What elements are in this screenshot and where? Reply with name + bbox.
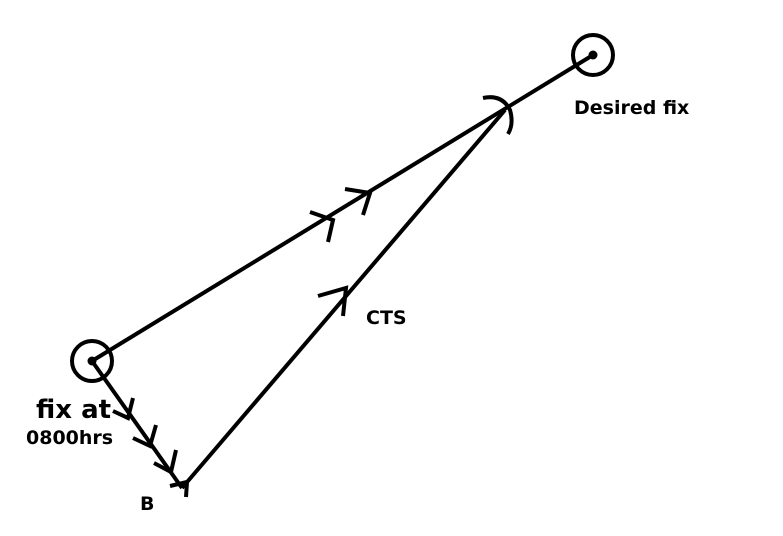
current-set-line <box>90 359 184 490</box>
desired-fix-label: Desired fix <box>574 97 689 119</box>
track-arrow-2 <box>344 187 373 216</box>
cts-arrow <box>317 285 349 317</box>
current-set-arrows <box>112 397 178 475</box>
intended-track-arrows <box>309 187 373 243</box>
desired-fix-circle <box>571 33 615 77</box>
point-b-tick <box>169 479 190 498</box>
time-label: 0800hrs <box>26 427 113 449</box>
track-arrow-1 <box>309 210 336 243</box>
fix-at-label: fix at <box>36 395 111 425</box>
cts-label: CTS <box>366 307 407 329</box>
fix-0800-circle <box>70 339 114 383</box>
point-b-label: B <box>140 493 154 515</box>
desired-fix-tick <box>482 95 514 136</box>
current-arrow-1 <box>112 397 135 421</box>
current-arrow-2 <box>132 424 158 449</box>
current-arrow-3 <box>153 449 178 475</box>
